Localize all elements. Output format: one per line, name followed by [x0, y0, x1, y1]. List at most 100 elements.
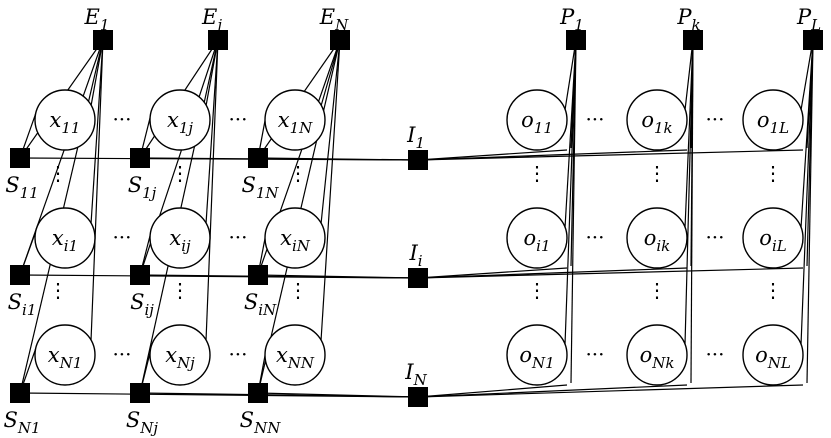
v-ellipsis: ⋮ — [170, 161, 190, 185]
e-label-sub: N — [334, 16, 349, 34]
v-ellipsis: ⋮ — [288, 161, 308, 185]
edge-e-x — [90, 39, 104, 225]
e-label: EN — [319, 5, 349, 34]
i-factor — [408, 268, 428, 288]
edge-p-o2 — [570, 39, 577, 384]
x-label-base: x — [52, 226, 64, 250]
s-label-base: S — [126, 408, 140, 432]
s-factor — [130, 148, 150, 168]
e-label-base: E — [84, 5, 100, 29]
edge-i-o — [417, 149, 568, 161]
x-label-sub: iN — [292, 237, 311, 255]
o-label-sub: ik — [656, 237, 670, 255]
s-label: SNj — [126, 408, 159, 437]
e-label-base: E — [201, 5, 217, 29]
h-ellipsis: ··· — [705, 342, 724, 366]
o-node — [742, 324, 804, 386]
h-ellipsis: ··· — [112, 225, 131, 249]
o-label-sub: 1L — [770, 119, 790, 137]
edge-e-x — [205, 39, 219, 225]
s-factor — [10, 148, 30, 168]
o-label-base: o — [521, 108, 534, 132]
edge-p-o — [564, 39, 577, 111]
x-label: xij — [169, 226, 191, 255]
i-factor — [408, 387, 428, 407]
o-label-base: o — [524, 226, 537, 250]
e-label-sub: j — [214, 16, 222, 34]
edge-p-o2 — [806, 39, 814, 384]
o-label-sub: NL — [767, 354, 791, 372]
s-label: S1N — [241, 173, 279, 202]
o-label-base: o — [755, 343, 768, 367]
edge-p-o — [800, 39, 814, 346]
s-label-sub: 1N — [256, 184, 280, 202]
x-node — [264, 324, 326, 386]
edge-p-o — [564, 39, 577, 346]
h-ellipsis: ··· — [228, 342, 247, 366]
s-label-sub: ij — [144, 301, 154, 319]
h-ellipsis: ··· — [228, 225, 247, 249]
v-ellipsis: ⋮ — [48, 278, 68, 302]
edge-e-x — [90, 39, 104, 342]
x-node — [149, 207, 211, 269]
e-label: E1 — [84, 5, 110, 34]
o-label-base: o — [644, 226, 657, 250]
i-factor — [408, 150, 428, 170]
s-label-sub: NN — [253, 419, 281, 437]
o-label-sub: 11 — [534, 119, 553, 137]
e-factor — [208, 30, 228, 50]
s-label: SNN — [240, 408, 282, 437]
o-label-sub: i1 — [536, 237, 550, 255]
h-ellipsis: ··· — [705, 225, 724, 249]
o-label: oN1 — [519, 343, 554, 372]
o-node — [506, 207, 568, 269]
edge-i-o — [417, 384, 568, 398]
s-factor — [10, 383, 30, 403]
s-label-base: S — [5, 173, 19, 197]
v-ellipsis: ⋮ — [170, 278, 190, 302]
s-factor — [10, 265, 30, 285]
edge-e-x — [205, 39, 219, 342]
p-label: PL — [796, 5, 821, 34]
o-label-base: o — [519, 343, 532, 367]
x-label-sub: NN — [287, 354, 315, 372]
x-label-base: x — [167, 108, 179, 132]
s-label-base: S — [3, 408, 17, 432]
h-ellipsis: ··· — [112, 107, 131, 131]
s-factor — [248, 383, 268, 403]
s-label-sub: Nj — [139, 419, 158, 437]
edge-i-o — [417, 384, 804, 398]
o-label-base: o — [759, 226, 772, 250]
x-node — [34, 207, 96, 269]
x-label-base: x — [169, 226, 181, 250]
edge-p-o — [800, 39, 814, 111]
s-label-base: S — [241, 173, 255, 197]
o-label: oi1 — [524, 226, 551, 255]
x-label: xi1 — [52, 226, 78, 255]
v-ellipsis: ⋮ — [48, 161, 68, 185]
x-node — [149, 324, 211, 386]
o-label: oNk — [640, 343, 675, 372]
x-label: xNj — [165, 343, 195, 372]
edge-p-o — [684, 39, 694, 346]
i-label-base: I — [408, 241, 418, 265]
p-label-base: P — [559, 5, 575, 29]
s-factor — [130, 383, 150, 403]
v-ellipsis: ⋮ — [527, 278, 547, 302]
x-label-base: x — [165, 343, 177, 367]
o-node — [742, 89, 804, 151]
x-node — [264, 89, 326, 151]
e-label: Ej — [201, 5, 222, 34]
o-label-sub: 1k — [654, 119, 673, 137]
s-label: S11 — [5, 173, 38, 202]
edges-layer — [19, 39, 814, 398]
p-factor — [803, 30, 823, 50]
x-node — [149, 89, 211, 151]
x-label: xNN — [276, 343, 315, 372]
s-factor — [248, 265, 268, 285]
o-label-sub: Nk — [651, 354, 674, 372]
i-label-sub: 1 — [415, 134, 425, 152]
o-label: oiL — [759, 226, 786, 255]
o-label-base: o — [640, 343, 653, 367]
